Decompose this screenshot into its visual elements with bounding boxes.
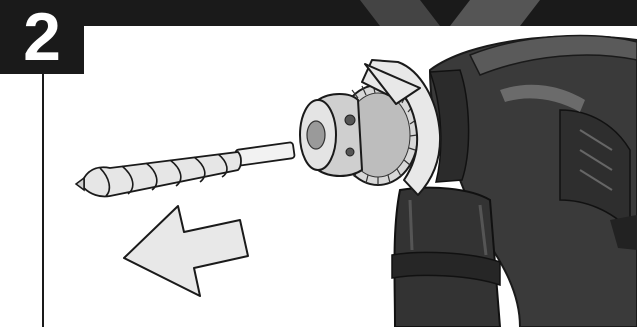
- drill-bit-icon: [76, 142, 295, 196]
- top-band-artwork: [360, 0, 540, 26]
- left-rule: [42, 72, 44, 327]
- step-number-badge: 2: [0, 0, 84, 74]
- pull-out-arrow-icon: [124, 206, 248, 296]
